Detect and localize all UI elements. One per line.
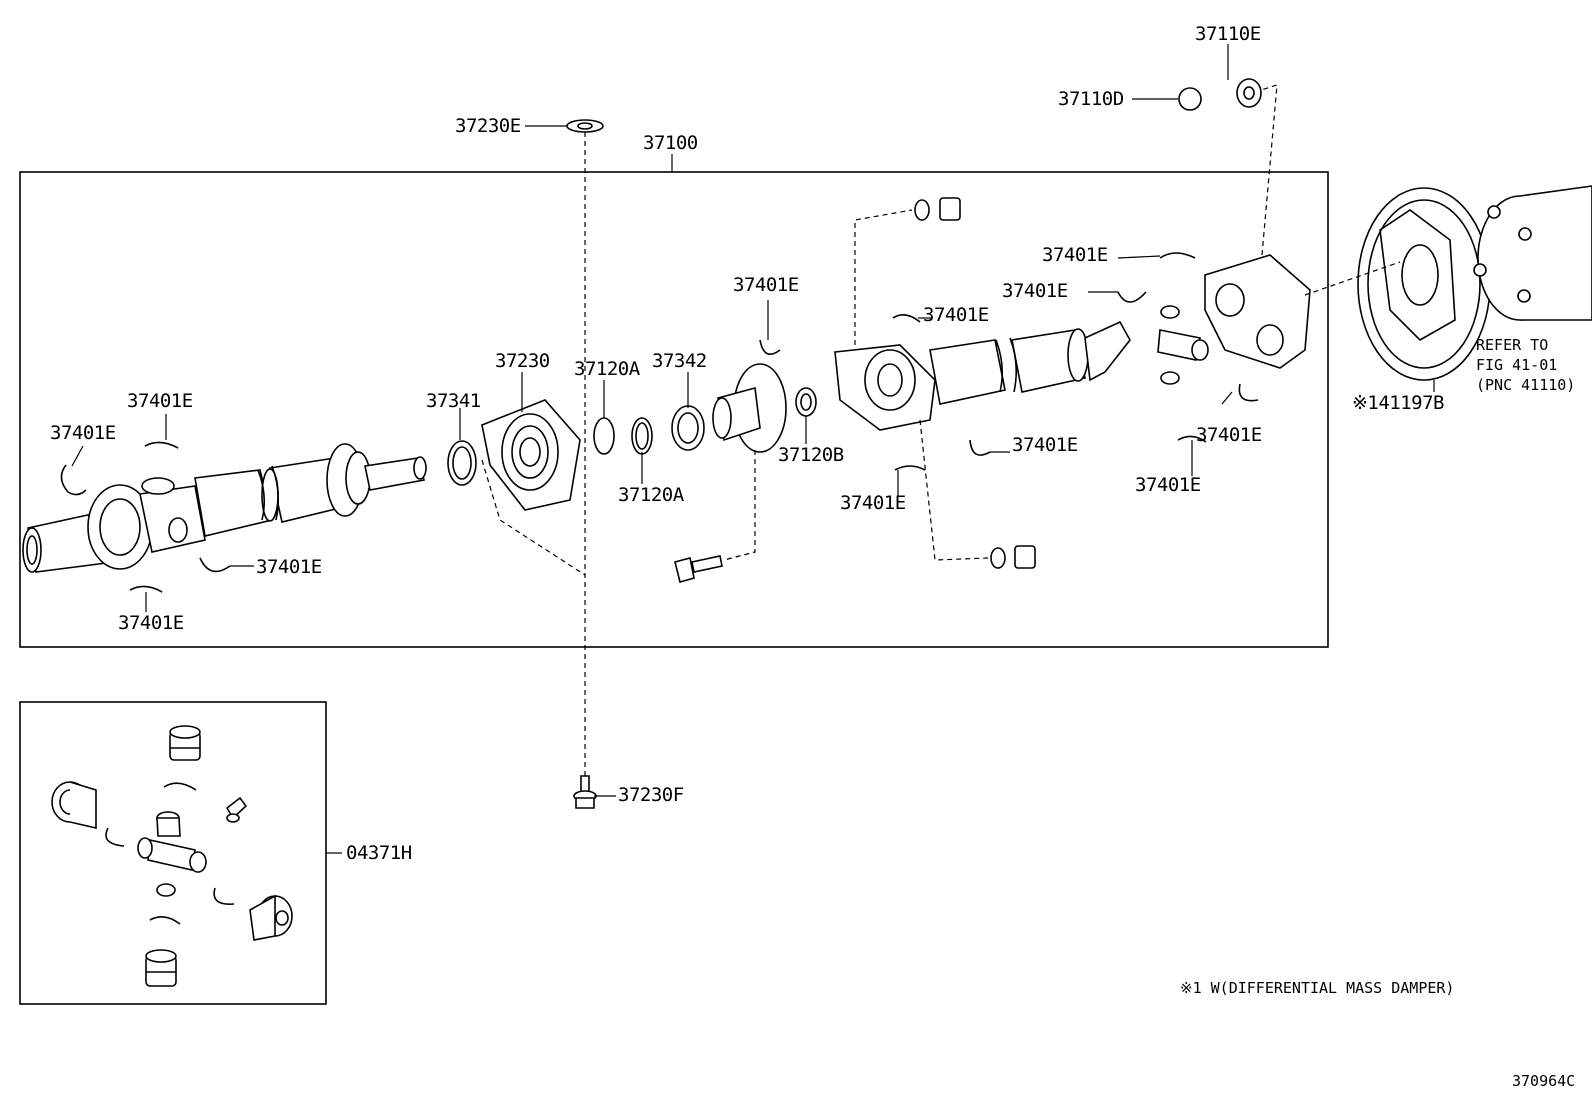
label-37342: 37342 (652, 350, 707, 372)
refer-note-line-2: FIG 41-01 (1476, 356, 1558, 374)
label-37401e-rear-bottom: 37401E (1135, 474, 1201, 496)
snap-ring-2 (144, 441, 179, 449)
label-37100: 37100 (643, 132, 698, 154)
label-37110e: 37110E (1195, 23, 1261, 45)
label-37401e-joint-bottom: 37401E (840, 492, 906, 514)
label-37120a-bottom: 37120A (618, 484, 684, 506)
rear-propeller-tube (929, 320, 1131, 405)
label-37230f: 37230F (618, 784, 684, 806)
bolt-37230f (573, 775, 597, 809)
rear-flange-yoke (1204, 254, 1311, 369)
label-37401e-rear-top: 37401E (1042, 244, 1108, 266)
label-37230e: 37230E (455, 115, 521, 137)
leader-lines (71, 44, 1435, 797)
assembly-frame-37100 (19, 171, 1329, 648)
front-propeller-shaft (22, 443, 427, 573)
mass-damper-41197b (1357, 187, 1491, 381)
label-37120a-top: 37120A (574, 358, 640, 380)
universal-joint-kit-parts (51, 725, 293, 987)
label-37401e-front-mid: 37401E (256, 556, 322, 578)
snap-ring-1 (60, 464, 87, 496)
nut-37110d (1178, 87, 1202, 111)
nut-37120b (795, 387, 817, 417)
label-37341: 37341 (426, 390, 481, 412)
washer-37230e (566, 119, 604, 133)
label-04371h: 04371H (346, 842, 412, 864)
rear-joint-housing (834, 344, 936, 431)
label-37401e-front-left: 37401E (50, 422, 116, 444)
refer-note-line-3: (PNC 41110) (1476, 376, 1576, 394)
differential-flange (1473, 185, 1592, 321)
label-37110d: 37110D (1058, 88, 1124, 110)
label-41197b: ※141197B (1352, 392, 1445, 414)
label-37401e-front-bottom: 37401E (118, 612, 184, 634)
figure-code: 370964C (1512, 1072, 1576, 1090)
refer-note-line-1: REFER TO (1476, 336, 1549, 354)
footnote-mass-damper: ※1 W(DIFFERENTIAL MASS DAMPER) (1180, 979, 1455, 997)
label-37401e-rear-mid: 37401E (1002, 280, 1068, 302)
label-37401e-front-top: 37401E (127, 390, 193, 412)
label-37401e-rear-right: 37401E (1196, 424, 1262, 446)
label-37401e-center: 37401E (733, 274, 799, 296)
snap-ring-37120a-1 (593, 417, 615, 455)
assembly-guide-lines (481, 84, 1401, 776)
snap-ring-4 (129, 585, 163, 593)
label-37401e-joint-top: 37401E (923, 304, 989, 326)
label-37230: 37230 (495, 350, 550, 372)
center-flange (712, 363, 787, 453)
spider-cross (1157, 305, 1209, 385)
label-37120b: 37120B (778, 444, 844, 466)
bolt-flange (674, 555, 723, 583)
snap-rings-front (60, 441, 231, 593)
washer-37110e (1236, 78, 1262, 108)
label-37401e-tube: 37401E (1012, 434, 1078, 456)
center-bearing-37230 (481, 399, 581, 511)
snap-ring-3 (199, 557, 231, 573)
